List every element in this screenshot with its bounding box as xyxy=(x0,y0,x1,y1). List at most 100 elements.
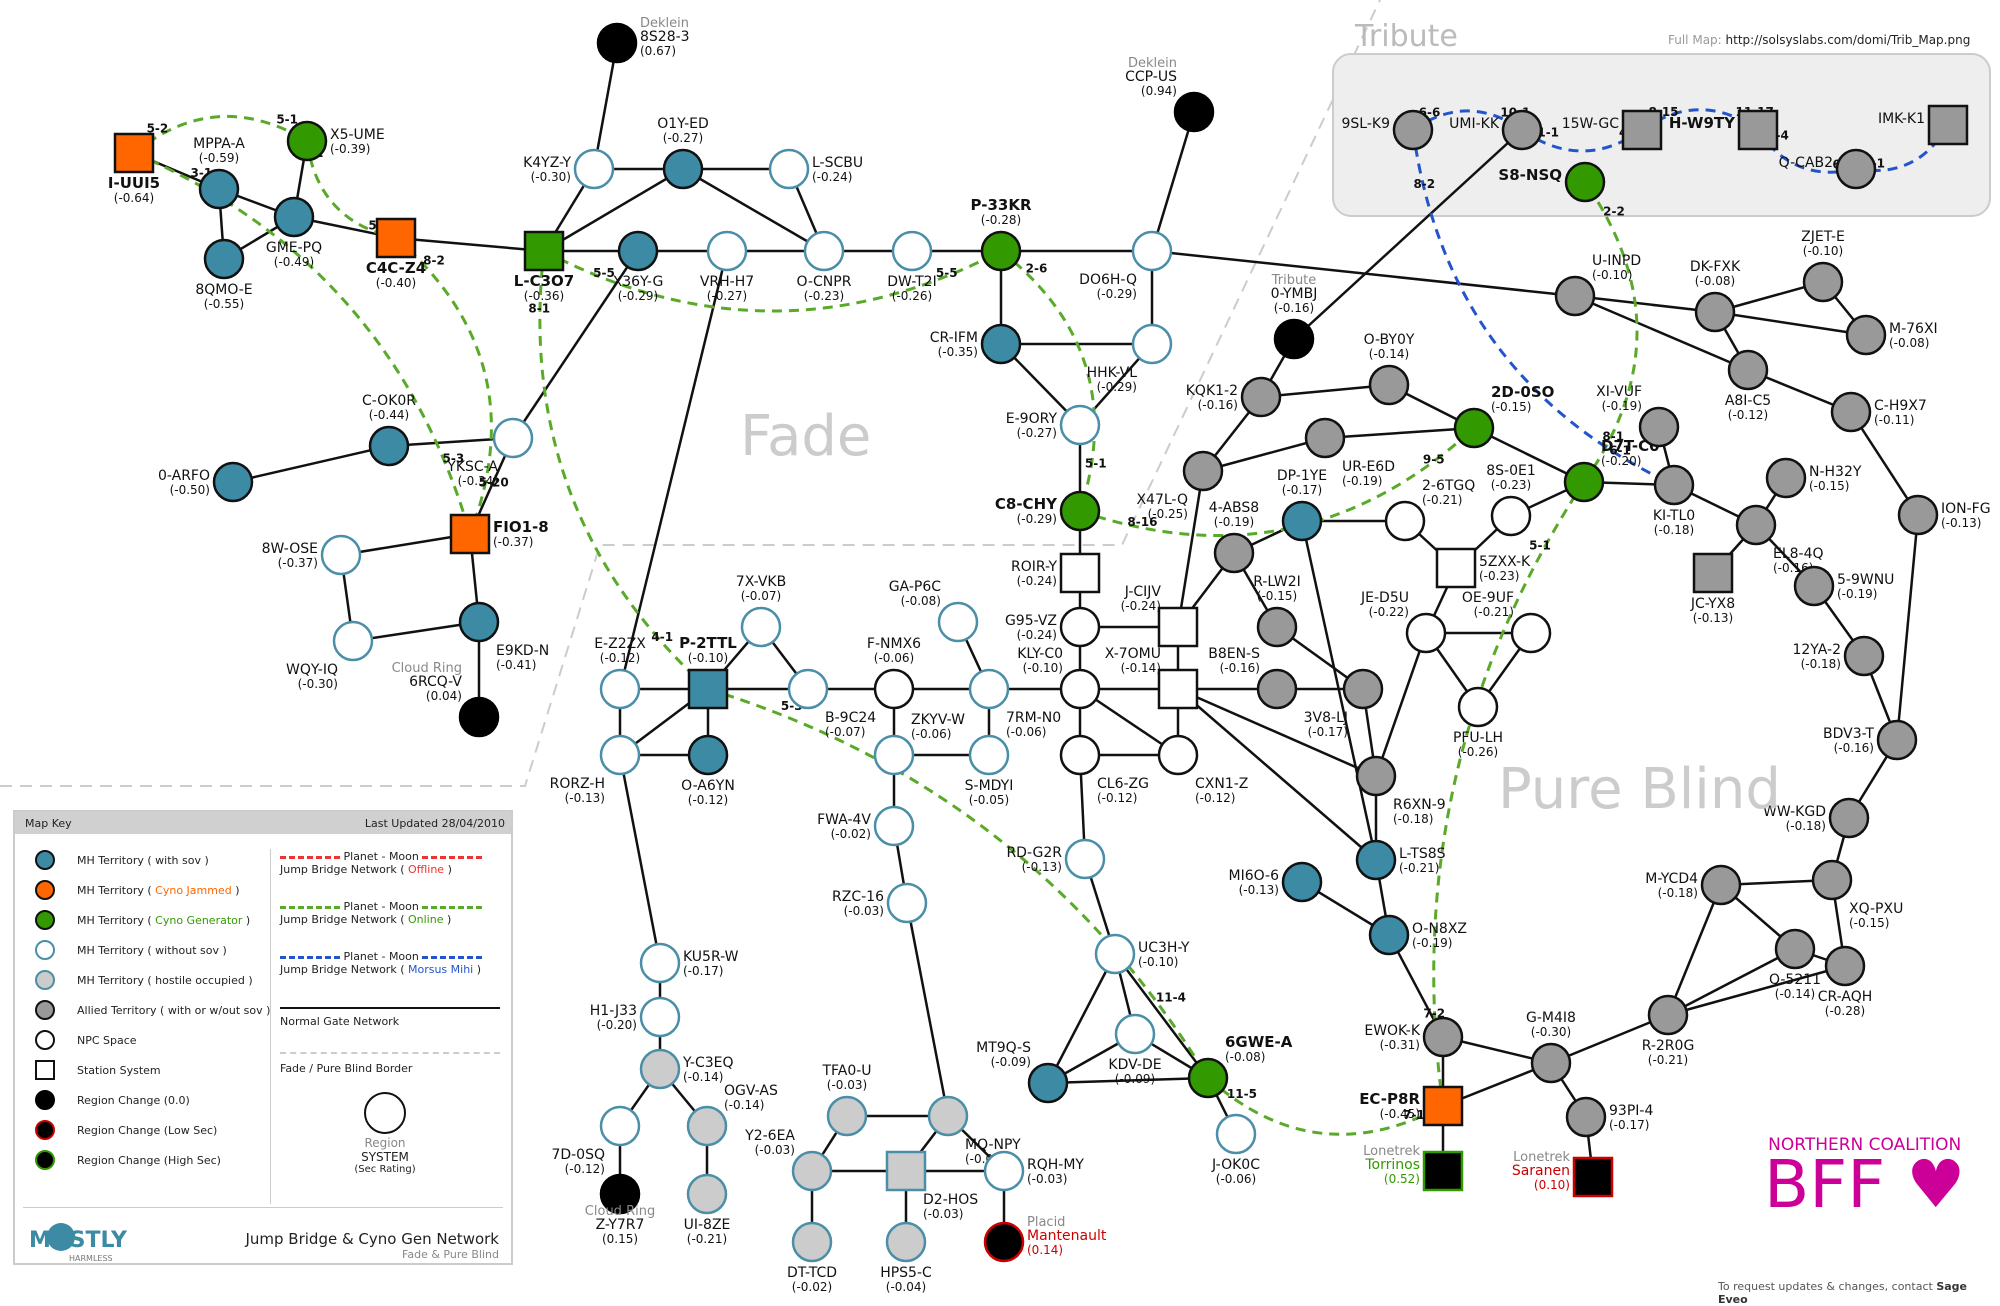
system-s8-nsq[interactable]: S8-NSQ xyxy=(1498,161,1606,203)
system-o-cnpr[interactable]: O-CNPR(-0.23) xyxy=(797,230,852,303)
system-rzc-16[interactable]: RZC-16(-0.03) xyxy=(832,882,928,924)
system-dt-tcd[interactable]: DT-TCD(-0.02) xyxy=(787,1221,837,1294)
system-x36y-g[interactable]: X36Y-G(-0.29) xyxy=(613,230,664,303)
system-r6xn-9[interactable]: R6XN-9(-0.18) xyxy=(1355,755,1446,826)
system-r-lw2i[interactable]: R-LW2I(-0.15) xyxy=(1253,574,1301,648)
system-12ya-2[interactable]: 12YA-2(-0.18) xyxy=(1792,635,1885,677)
system-je-d5u[interactable]: JE-D5U(-0.22) xyxy=(1360,590,1447,654)
system-7d-0sq[interactable]: 7D-0SQ(-0.12) xyxy=(551,1105,641,1176)
system-wqy-iq[interactable]: WQY-IQ(-0.30) xyxy=(286,620,374,691)
system-n-h32y[interactable]: N-H32Y(-0.15) xyxy=(1765,457,1862,499)
system-m-76xi[interactable]: M-76XI(-0.08) xyxy=(1845,314,1938,356)
system-e-9ory[interactable]: E-9ORY(-0.27) xyxy=(1006,404,1101,446)
system-e9kd-n[interactable]: E9KD-N(-0.41) xyxy=(458,601,549,672)
system-o-n8xz[interactable]: O-N8XZ(-0.19) xyxy=(1368,914,1467,956)
system-d2-hos[interactable]: D2-HOS(-0.03) xyxy=(885,1150,978,1221)
system-cxn1-z[interactable]: CXN1-Z(-0.12) xyxy=(1157,734,1248,805)
system-e-z2zx[interactable]: E-Z2ZX(-0.12) xyxy=(594,636,646,710)
system-y2-6ea[interactable]: Y2-6EA(-0.03) xyxy=(744,1128,833,1192)
system-ww-kgd[interactable]: WW-KGD(-0.18) xyxy=(1763,797,1870,839)
system-15w-gc[interactable]: 15W-GC xyxy=(1562,109,1663,151)
system-oe-9uf[interactable]: OE-9UF(-0.21) xyxy=(1462,590,1552,654)
system-0-arfo[interactable]: 0-ARFO(-0.50) xyxy=(158,461,254,503)
system-rqh-my[interactable]: RQH-MY(-0.03) xyxy=(983,1150,1084,1192)
system-cr-ifm[interactable]: CR-IFM(-0.35) xyxy=(930,323,1022,365)
system-do6h-q[interactable]: DO6H-Q(-0.29) xyxy=(1079,230,1173,301)
system-xi-vuf[interactable]: XI-VUF(-0.19) xyxy=(1596,384,1680,448)
system-b8en-s[interactable]: B8EN-S(-0.16) xyxy=(1208,646,1298,710)
system-q-cab2[interactable]: Q-CAB2 xyxy=(1779,148,1877,190)
system-3v8-lj[interactable]: 3V8-LJ(-0.17) xyxy=(1304,668,1384,739)
system-9sl-k9[interactable]: 9SL-K9 xyxy=(1342,109,1434,151)
system-gme-pq[interactable]: GME-PQ(-0.49) xyxy=(266,196,322,269)
system-5zxx-k[interactable]: 5ZXX-K(-0.23) xyxy=(1435,547,1531,589)
system-pfu-lh[interactable]: PFU-LH(-0.26) xyxy=(1453,686,1503,759)
system-i-uui5[interactable]: I-UUI5(-0.64) xyxy=(108,132,160,205)
system-fwa-4v[interactable]: FWA-4V(-0.02) xyxy=(817,805,915,847)
system-7rm-n0[interactable]: 7RM-N0(-0.06) xyxy=(968,668,1061,739)
system-ui-8ze[interactable]: UI-8ZE(-0.21) xyxy=(684,1173,731,1246)
system-jc-yx8[interactable]: JC-YX8(-0.13) xyxy=(1690,552,1735,625)
system-f-nmx6[interactable]: F-NMX6(-0.06) xyxy=(867,636,921,710)
system-ogv-as[interactable]: OGV-AS(-0.14) xyxy=(686,1083,778,1147)
system-g-m4i8[interactable]: G-M4I8(-0.30) xyxy=(1526,1010,1576,1084)
system-rd-g2r[interactable]: RD-G2R(-0.13) xyxy=(1006,838,1106,880)
system-h1-j33[interactable]: H1-J33(-0.20) xyxy=(590,996,681,1038)
system-mi6o-6[interactable]: MI6O-6(-0.13) xyxy=(1229,861,1323,903)
system-l-c3o7[interactable]: L-C3O7(-0.36) xyxy=(514,230,574,303)
system-kqk1-2[interactable]: KQK1-2(-0.16) xyxy=(1186,376,1282,418)
system-vrh-h7[interactable]: VRH-H7(-0.27) xyxy=(700,230,754,303)
system-yksc-a[interactable]: YKSC-A(-0.34) xyxy=(446,417,534,488)
system-hps5-c[interactable]: HPS5-C(-0.04) xyxy=(880,1221,932,1294)
system-xq-pxu[interactable]: XQ-PXU(-0.15) xyxy=(1811,859,1903,930)
system-bdv3-t[interactable]: BDV3-T(-0.16) xyxy=(1823,719,1918,761)
system-6gwe-a[interactable]: 6GWE-A(-0.08) xyxy=(1187,1033,1293,1099)
system-rorz-h[interactable]: RORZ-H(-0.13) xyxy=(550,734,641,805)
system-mt9q-s[interactable]: MT9Q-S(-0.09) xyxy=(976,1040,1069,1104)
system-dk-fxk[interactable]: DK-FXK(-0.08) xyxy=(1690,259,1741,333)
system-o1y-ed[interactable]: O1Y-ED(-0.27) xyxy=(657,116,709,190)
system-x47l-q[interactable]: X47L-Q(-0.25) xyxy=(1136,450,1224,521)
system-h-w9ty[interactable]: H-W9TY xyxy=(1669,109,1779,151)
system-ec-p8r[interactable]: EC-P8R(-0.45) xyxy=(1359,1085,1464,1127)
system-imk-k1[interactable]: IMK-K1 xyxy=(1878,104,1969,146)
system-cr-aqh[interactable]: CR-AQH(-0.28) xyxy=(1818,945,1873,1018)
system-2-6tgq[interactable]: 2-6TGQ(-0.21) xyxy=(1384,478,1475,542)
system-zkyv-w[interactable]: ZKYV-W(-0.06) xyxy=(873,712,965,776)
system-el8-4q[interactable]: EL8-4Q(-0.16) xyxy=(1735,504,1824,575)
system-g95-vz[interactable]: G95-VZ(-0.24) xyxy=(1005,606,1101,648)
system-k4yz-y[interactable]: K4YZ-Y(-0.30) xyxy=(523,148,615,190)
system-o-a6yn[interactable]: O-A6YN(-0.12) xyxy=(681,734,735,807)
system-ga-p6c[interactable]: GA-P6C(-0.08) xyxy=(889,579,979,643)
system-4-abs8[interactable]: 4-ABS8(-0.19) xyxy=(1209,500,1259,574)
system-p-33kr[interactable]: P-33KR(-0.28) xyxy=(970,196,1032,272)
system-l-ts8s[interactable]: L-TS8S(-0.21) xyxy=(1355,839,1446,881)
system-8w-ose[interactable]: 8W-OSE(-0.37) xyxy=(262,534,362,576)
system-ku5r-w[interactable]: KU5R-W(-0.17) xyxy=(639,942,739,984)
system-mppa-a[interactable]: MPPA-A(-0.59) xyxy=(193,136,245,210)
system-c-ok0r[interactable]: C-OK0R(-0.44) xyxy=(362,393,416,467)
system-ki-tl0[interactable]: KI-TL0(-0.18) xyxy=(1653,464,1695,537)
system-j-cijv[interactable]: J-CIJV(-0.24) xyxy=(1121,584,1199,648)
system-kdv-de[interactable]: KDV-DE(-0.09) xyxy=(1108,1013,1162,1086)
system-q-5211[interactable]: Q-5211(-0.14) xyxy=(1769,928,1821,1001)
system-zjet-e[interactable]: ZJET-E(-0.10) xyxy=(1801,229,1845,303)
system-b-9c24[interactable]: B-9C24(-0.07) xyxy=(787,668,876,739)
system-c4c-z4[interactable]: C4C-Z4(-0.40) xyxy=(366,217,426,290)
full-map-url[interactable]: http://solsyslabs.com/domi/Trib_Map.png xyxy=(1725,33,1971,47)
system-roir-y[interactable]: ROIR-Y(-0.24) xyxy=(1011,552,1101,594)
system-dp-1ye[interactable]: DP-1YE(-0.17) xyxy=(1277,468,1327,542)
full-map-link[interactable]: Full Map: http://solsyslabs.com/domi/Tri… xyxy=(1668,33,1971,47)
system-p-2ttl[interactable]: P-2TTL(-0.10) xyxy=(679,634,737,710)
system-o-by0y[interactable]: O-BY0Y(-0.14) xyxy=(1364,332,1415,406)
system-7x-vkb[interactable]: 7X-VKB(-0.07) xyxy=(736,574,786,648)
system-2d-0so[interactable]: 2D-0SO(-0.15) xyxy=(1453,383,1554,449)
system-m-ycd4[interactable]: M-YCD4(-0.18) xyxy=(1645,864,1742,906)
